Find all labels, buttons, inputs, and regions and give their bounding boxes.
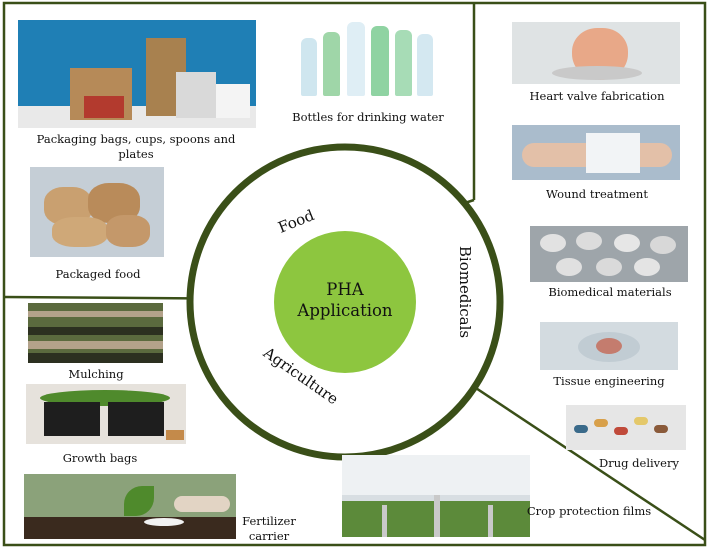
caption-bottles: Bottles for drinking water — [292, 110, 444, 124]
caption-crop-films: Crop protection films — [526, 504, 652, 518]
growth-bags-photo — [26, 384, 186, 444]
caption-packaged-food: Packaged food — [55, 267, 141, 281]
caption-biomedical-materials: Biomedical materials — [548, 285, 672, 299]
sector-biomedicals-label: Biomedicals — [456, 246, 474, 338]
fertilizer-photo — [24, 474, 236, 539]
packaged-food-photo — [30, 167, 164, 257]
wound-photo — [512, 125, 680, 180]
crop-films-photo — [342, 455, 530, 537]
biomedical-materials-photo — [530, 226, 688, 282]
drug-delivery-photo — [566, 405, 686, 450]
caption-mulching: Mulching — [68, 367, 124, 381]
heart-valve-photo — [512, 22, 680, 84]
bottles-photo — [293, 18, 443, 98]
mulching-photo — [28, 303, 163, 363]
tissue-engineering-photo — [540, 322, 678, 370]
center-line2: Application — [296, 301, 393, 320]
caption-drug-delivery: Drug delivery — [599, 456, 679, 470]
caption-heart-valve: Heart valve fabrication — [529, 89, 665, 103]
packaging-photo — [18, 20, 256, 128]
caption-growth-bags: Growth bags — [62, 451, 138, 465]
center-line1: PHA — [326, 280, 364, 299]
center-circle — [274, 231, 416, 373]
caption-tissue-engineering: Tissue engineering — [553, 374, 665, 388]
caption-fertilizer: Fertilizer carrier — [242, 514, 296, 543]
caption-packaging: Packaging bags, cups, spoons and plates — [36, 132, 236, 161]
caption-wound: Wound treatment — [546, 187, 648, 201]
